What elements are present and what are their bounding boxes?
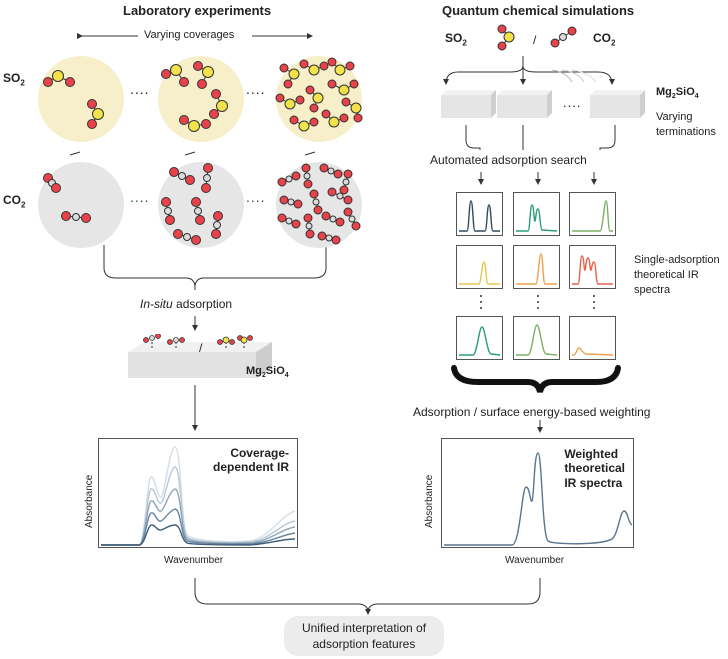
spectrum-r2c2 xyxy=(513,245,560,289)
sim-so2-molecule xyxy=(497,24,515,51)
so2-row-label: SO2 xyxy=(3,71,25,88)
sim-co2-molecule xyxy=(550,26,577,48)
spectrum-r3c1 xyxy=(456,316,503,360)
coverage-label: Varying coverages xyxy=(144,29,235,41)
coverage-ir-spectra xyxy=(101,446,296,546)
unified-interpretation-box xyxy=(284,616,444,656)
weighted-ir-spectrum xyxy=(444,452,633,546)
weighted-ir-xlabel: Wavenumber xyxy=(505,555,565,566)
co2-disk-low xyxy=(38,162,124,248)
slab-dots: .... xyxy=(563,95,582,110)
co2-disk-high xyxy=(276,162,362,248)
lab-surface-slab xyxy=(128,334,272,378)
so2-disk-mid xyxy=(158,56,244,142)
spectrum-r2c1 xyxy=(456,245,503,289)
slab-2 xyxy=(497,90,552,118)
spectrum-r1c2 xyxy=(513,192,560,236)
co2-dots-2: .... xyxy=(246,189,266,205)
spectrum-r3c3 xyxy=(569,316,616,360)
spectrum-r1c3 xyxy=(569,192,616,236)
coverage-ir-ylabel: Absorbance xyxy=(84,474,95,528)
so2-disk-low xyxy=(38,56,124,142)
spectrum-r3c2 xyxy=(513,316,560,360)
co2-row-label: CO2 xyxy=(3,193,26,210)
weighting-label: Adsorption / surface energy-based weight… xyxy=(413,405,651,419)
sim-so2-label: SO2 xyxy=(445,31,467,48)
left-title: Laboratory experiments xyxy=(123,3,272,18)
weighting-brace xyxy=(451,365,621,393)
lab-surface-label: Mg2SiO4 xyxy=(246,365,289,380)
slab-3 xyxy=(590,90,645,118)
right-title: Quantum chemical simulations xyxy=(442,3,635,18)
so2-dots-1: .... xyxy=(130,81,150,97)
weighted-ir-ylabel: Absorbance xyxy=(424,474,435,528)
lab-surface-sep: / xyxy=(199,341,203,355)
slab-1 xyxy=(441,90,496,118)
coverage-ir-title: Coverage-dependent IR xyxy=(212,446,289,474)
coverage-ir-panel: Coverage-dependent IR xyxy=(98,438,298,548)
sim-species-sep: / xyxy=(533,33,537,47)
so2-dots-2: .... xyxy=(246,81,266,97)
spectrum-r1c1 xyxy=(456,192,503,236)
so2-disk-high xyxy=(275,56,363,142)
co2-dots-1: .... xyxy=(130,189,150,205)
coverage-ir-xlabel: Wavenumber xyxy=(164,555,224,566)
co2-disk-mid xyxy=(158,162,244,248)
spectrum-r2c3 xyxy=(569,245,616,289)
sim-surface-label: Mg2SiO4 xyxy=(656,86,699,101)
insitu-label: In-situ adsorption xyxy=(140,297,233,311)
sim-co2-label: CO2 xyxy=(593,31,616,48)
automated-search-label: Automated adsorption search xyxy=(430,153,587,167)
